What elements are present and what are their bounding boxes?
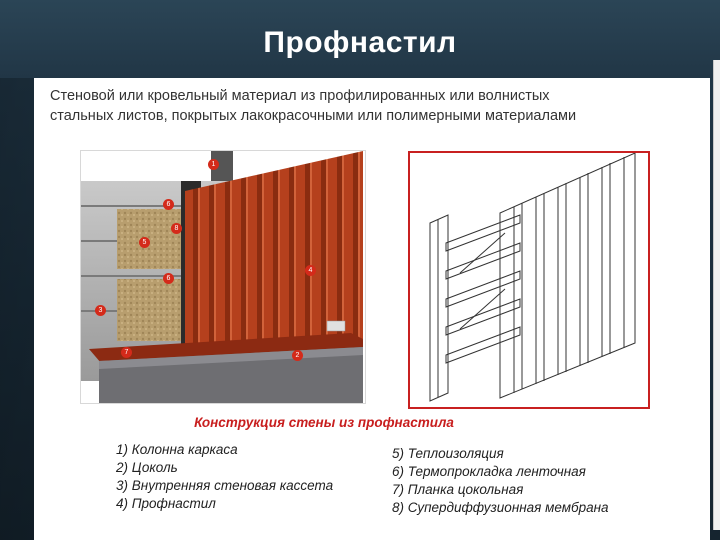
- wall-construction-svg: [81, 151, 363, 403]
- marker-2: 2: [292, 350, 303, 361]
- legend-item: 6) Термопрокладка ленточная: [392, 464, 586, 479]
- marker-5: 5: [139, 237, 150, 248]
- marker-4: 4: [305, 265, 316, 276]
- figure-caption: Конструкция стены из профнастила: [0, 415, 648, 430]
- profile-sheet-drawing: [408, 151, 650, 409]
- profile-sheet-svg: [429, 153, 636, 402]
- legend-right: 5) Теплоизоляция 6) Термопрокладка ленто…: [392, 445, 609, 517]
- description: Стеновой или кровельный материал из проф…: [50, 86, 670, 126]
- legend-item: 5) Теплоизоляция: [392, 446, 504, 461]
- wall-construction-illustration: 1 6 8 5 4 6 3 7 2: [80, 150, 366, 404]
- legend-item: 7) Планка цокольная: [392, 482, 524, 497]
- legend-item: 4) Профнастил: [116, 496, 216, 511]
- page-title: Профнастил: [263, 26, 457, 59]
- caption-text: Конструкция стены из профнастила: [194, 415, 454, 430]
- title-band: [0, 0, 720, 78]
- legend-item: 2) Цоколь: [116, 460, 178, 475]
- legend-item: 8) Супердиффузионная мембрана: [392, 500, 609, 515]
- marker-8: 8: [171, 223, 182, 234]
- description-line: Стеновой или кровельный материал из проф…: [50, 88, 550, 104]
- marker-7: 7: [121, 347, 132, 358]
- legend-item: 1) Колонна каркаса: [116, 442, 238, 457]
- legend-item: 3) Внутренняя стеновая кассета: [116, 478, 334, 493]
- marker-3: 3: [95, 305, 106, 316]
- description-line: стальных листов, покрытых лакокрасочными…: [50, 108, 577, 124]
- marker-6: 6: [163, 273, 174, 284]
- marker-6: 6: [163, 199, 174, 210]
- legend-left: 1) Колонна каркаса 2) Цоколь 3) Внутренн…: [116, 441, 333, 513]
- slide-edge: [713, 60, 720, 530]
- marker-1: 1: [208, 159, 219, 170]
